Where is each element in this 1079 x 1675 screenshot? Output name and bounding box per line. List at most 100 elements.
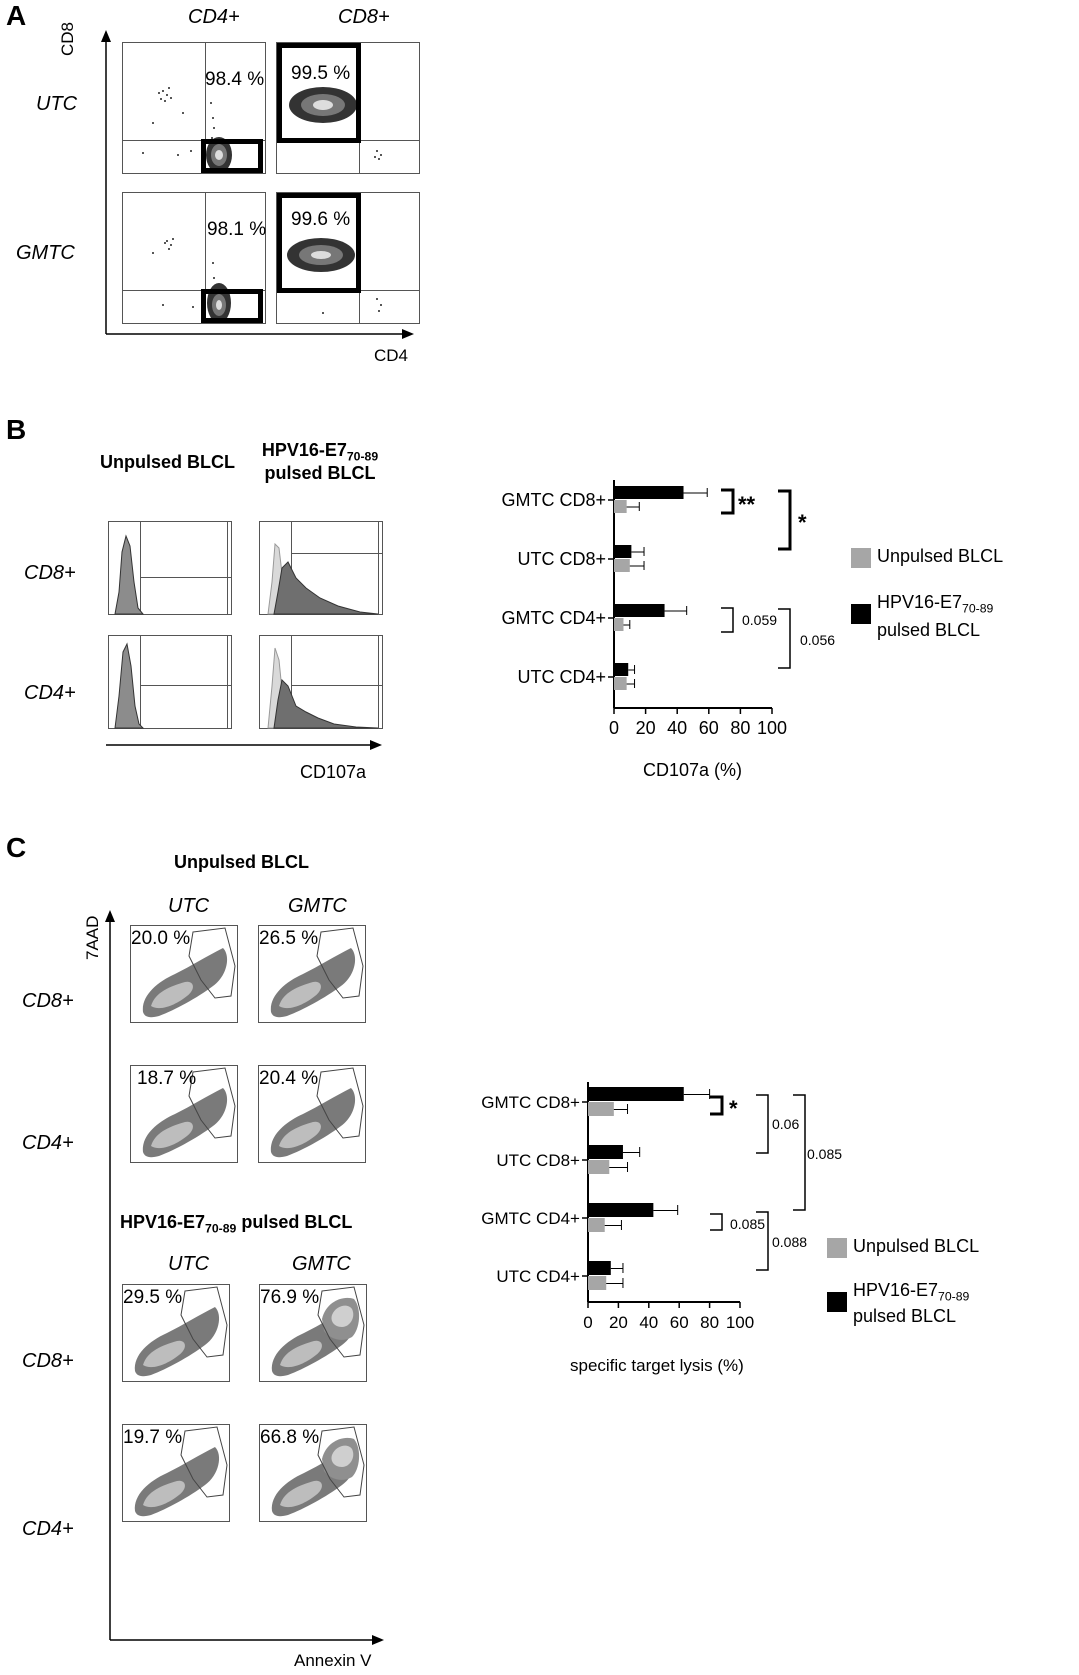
- bar: [614, 618, 624, 631]
- panel-c-group2-title: HPV16-E770-89 pulsed BLCL: [120, 1212, 352, 1235]
- cell-population-core: [143, 1480, 185, 1508]
- panel-c-legend-pulsed-main: HPV16-E7: [853, 1280, 939, 1300]
- significance-bracket: [778, 608, 791, 669]
- panel-c-row-label-1: CD8+: [22, 990, 74, 1012]
- panel-b-legend-pulsed-sub: 70-89: [962, 601, 994, 616]
- panel-c-pct: 29.5 %: [123, 1287, 183, 1308]
- density-shape: [270, 927, 364, 1018]
- panel-b-legend-swatch-unpulsed: [851, 548, 871, 568]
- panel-b-legend-pulsed-main: HPV16-E7: [877, 592, 963, 612]
- density-shape: [134, 1426, 228, 1517]
- bar: [614, 677, 627, 690]
- panel-c-legend-swatch-pulsed: [827, 1292, 847, 1312]
- significance-bracket: [756, 1094, 769, 1154]
- x-tick-label: 40: [667, 718, 687, 738]
- density-shape: [142, 1067, 236, 1158]
- panel-a-plot-gmtc-cd8: 99.6 %: [276, 192, 420, 324]
- bar: [588, 1218, 605, 1232]
- panel-c-density-plot: 20.4 %: [258, 1065, 366, 1163]
- bar: [614, 604, 665, 617]
- density-shape: [134, 1286, 228, 1377]
- panel-c-density-plot: 20.0 %: [130, 925, 238, 1023]
- panel-b-x-axis-label: CD107a: [300, 762, 367, 782]
- apoptosis-gate: [317, 1286, 365, 1358]
- panel-c-pct: 19.7 %: [123, 1427, 183, 1448]
- panel-a-row-label-utc: UTC: [36, 93, 78, 115]
- category-label: GMTC CD4+: [501, 608, 606, 628]
- panel-b-annot-p1: 0.059: [742, 612, 778, 628]
- panel-c-pct: 26.5 %: [259, 928, 319, 949]
- panel-c-density-plot: 26.5 %: [258, 925, 366, 1023]
- bar: [614, 559, 630, 572]
- panel-b-legend-unpulsed: Unpulsed BLCL: [877, 546, 1004, 566]
- apoptosis-gate: [316, 927, 364, 999]
- panel-a-plot-gmtc-cd4: 98.1 %: [122, 192, 266, 324]
- bar: [588, 1276, 607, 1290]
- x-tick-label: 100: [757, 718, 787, 738]
- panel-c-pct: 76.9 %: [260, 1287, 320, 1308]
- panel-a-dots-2: [289, 87, 382, 160]
- bar: [588, 1145, 623, 1159]
- cell-population-core: [279, 1121, 321, 1149]
- panel-b-legend-pulsed-1: HPV16-E770-89: [877, 592, 993, 615]
- panel-c-legend-pulsed-sub: 70-89: [938, 1289, 970, 1304]
- panel-c-col-utc-1: UTC: [168, 895, 210, 917]
- panel-a-axes: [101, 30, 414, 339]
- significance-bracket: [793, 1094, 806, 1211]
- panel-b-col-label-pulsed: HPV16-E770-89 pulsed BLCL: [250, 440, 390, 484]
- panel-b-hist-curve-2: [267, 542, 379, 615]
- bar: [588, 1087, 684, 1101]
- panel-a-pct-3: 98.1 %: [207, 219, 267, 240]
- apoptosis-gate: [188, 927, 236, 999]
- panel-a-pct-4: 99.6 %: [291, 209, 351, 230]
- cell-population-core: [151, 981, 193, 1009]
- apoptosis-gate: [180, 1286, 228, 1358]
- panel-a-col-label-cd4: CD4+: [188, 6, 240, 28]
- category-label: GMTC CD4+: [481, 1209, 580, 1228]
- panel-c-legend-swatch-unpulsed: [827, 1238, 847, 1258]
- panel-c-pct: 20.0 %: [131, 928, 191, 949]
- panel-b-hist-curve-4: [267, 647, 379, 729]
- panel-c-legend-unpulsed: Unpulsed BLCL: [853, 1236, 980, 1256]
- density-shape: [270, 1067, 364, 1158]
- panel-b-col-label-unpulsed: Unpulsed BLCL: [100, 452, 235, 472]
- panel-c-density-plot: 19.7 %: [122, 1424, 230, 1522]
- panel-b-legend-pulsed-2: pulsed BLCL: [877, 620, 981, 640]
- significance-bracket: [721, 607, 734, 633]
- apoptosis-gate: [180, 1426, 228, 1498]
- significance-bracket: [721, 488, 735, 515]
- panel-c-row-label-3: CD8+: [22, 1350, 74, 1372]
- panel-a-dots-1: [142, 87, 232, 173]
- x-tick-label: 100: [726, 1313, 754, 1332]
- x-tick-label: 20: [609, 1313, 628, 1332]
- panel-b-x-axis-arrow: [106, 740, 382, 750]
- panel-b-annot-sig1: **: [738, 492, 756, 517]
- panel-c-annot-p2: 0.085: [807, 1146, 843, 1162]
- panel-c-group1-title: Unpulsed BLCL: [174, 852, 309, 872]
- x-tick-label: 20: [636, 718, 656, 738]
- panel-a-plot-utc-cd4: 98.4 %: [122, 42, 266, 174]
- panel-a-row-label-gmtc: GMTC: [16, 242, 75, 264]
- x-tick-label: 0: [609, 718, 619, 738]
- panel-c-x-axis-label: Annexin V: [294, 1651, 372, 1670]
- panel-c-annot-p1: 0.06: [772, 1116, 800, 1132]
- significance-bracket: [710, 1095, 724, 1116]
- density-shape: [271, 1426, 365, 1517]
- bar: [614, 663, 629, 676]
- panel-c-annot-p4: 0.088: [772, 1234, 808, 1250]
- panel-b-chart-xlabel: CD107a (%): [643, 760, 743, 780]
- panel-b-legend-swatch-pulsed: [851, 604, 871, 624]
- category-label: UTC CD8+: [496, 1151, 580, 1170]
- panel-c-col-gmtc-2: GMTC: [292, 1253, 351, 1275]
- panel-b-hist-curve-3: [114, 642, 145, 729]
- bar: [588, 1203, 654, 1217]
- panel-c-axes: [105, 910, 384, 1645]
- panel-a-col-label-cd8: CD8+: [338, 6, 390, 28]
- panel-a-x-axis-label: CD4: [374, 346, 409, 365]
- bar: [588, 1102, 614, 1116]
- panel-b-annot-p2: 0.056: [800, 632, 836, 648]
- cell-population-core: [143, 1340, 185, 1368]
- panel-c-row-label-2: CD4+: [22, 1132, 74, 1154]
